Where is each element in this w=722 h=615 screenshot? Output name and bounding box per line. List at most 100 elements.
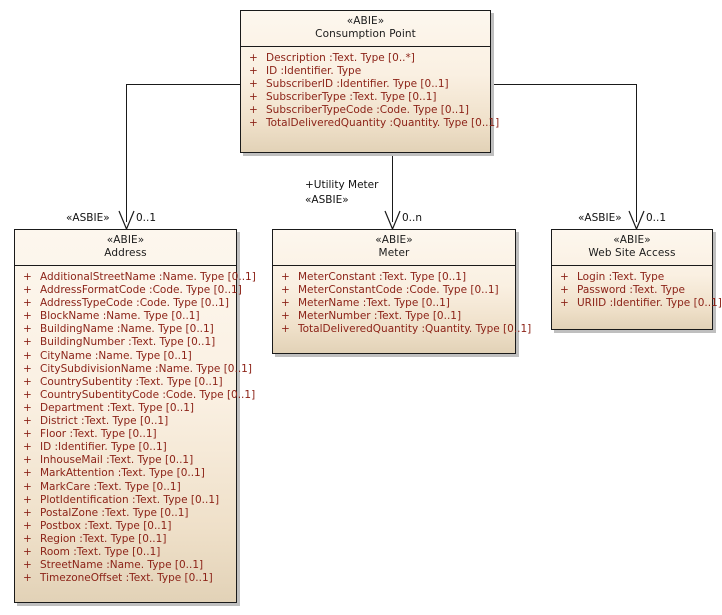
edge-label-meter-role: +Utility Meter (305, 179, 379, 191)
attribute-row: + MeterNumber :Text. Type [0..1] (273, 310, 515, 323)
attribute-row: +CountrySubentityCode :Code. Type [0..1] (15, 388, 255, 402)
class-stereotype: «ABIE» (375, 234, 413, 246)
attribute-text: InhouseMail :Text. Type [0..1] (40, 454, 194, 467)
attribute-text: Department :Text. Type [0..1] (40, 401, 195, 414)
attribute-text: Password :Text. Type (577, 284, 685, 297)
class-name: Consumption Point (315, 28, 416, 40)
edge-label-website-stereotype: «ASBIE» (578, 212, 622, 224)
attribute-text: PlotIdentification :Text. Type [0..1] (40, 493, 220, 506)
visibility-marker: + (281, 271, 290, 283)
edge-label-address-multiplicity: 0..1 (136, 212, 157, 224)
attribute-text: AddressTypeCode :Code. Type [0..1] (40, 297, 229, 310)
attribute-text: MeterNumber :Text. Type [0..1] (298, 310, 462, 323)
attribute-text: Floor :Text. Type [0..1] (40, 428, 157, 441)
attribute-text: Description :Text. Type [0..*] (266, 52, 415, 64)
attribute-row: +SubscriberType :Text. Type [0..1] (241, 91, 490, 104)
attribute-text: MarkAttention :Text. Type [0..1] (40, 467, 205, 480)
visibility-marker: + (23, 271, 32, 283)
visibility-marker: + (281, 297, 290, 310)
attribute-row: + InhouseMail :Text. Type [0..1] (15, 454, 236, 467)
attribute-text: ID :Identifier. Type [0..1] (40, 441, 167, 454)
attribute-row: + Password :Text. Type (552, 284, 712, 297)
attribute-text: SubscriberTypeCode :Code. Type [0..1] (266, 104, 470, 117)
attribute-row: +StreetName :Name. Type [0..1] (15, 559, 236, 572)
attribute-text: BuildingNumber :Text. Type [0..1] (40, 336, 216, 349)
visibility-marker: + (23, 532, 32, 545)
attribute-row: +District :Text. Type [0..1] (15, 415, 236, 428)
connector-cp-meter-vertical (392, 152, 393, 222)
attribute-row: +Description :Text. Type [0..*] (241, 52, 490, 65)
attribute-text: TotalDeliveredQuantity :Quantity. Type [… (298, 323, 532, 336)
visibility-marker: + (23, 454, 32, 467)
attribute-text: URIID :Identifier. Type [0..1] (577, 297, 722, 310)
visibility-marker: + (560, 271, 569, 283)
attribute-text: District :Text. Type [0..1] (40, 415, 169, 428)
attribute-row: +BlockName :Name. Type [0..1] (15, 310, 236, 323)
attribute-row: + TimezoneOffset :Text. Type [0..1] (15, 572, 236, 585)
attribute-row: +Department :Text. Type [0..1] (15, 402, 236, 415)
visibility-marker: + (249, 104, 258, 117)
attribute-row: +AddressFormatCode :Code. Type [0..1] (15, 284, 242, 297)
class-box-consumption-point[interactable]: «ABIE» Consumption Point +Description :T… (240, 10, 499, 153)
class-stereotype: «ABIE» (613, 234, 651, 246)
attribute-row: +CitySubdivisionName :Name. Type [0..1] (15, 363, 252, 376)
attribute-row: + Region :Text. Type [0..1] (15, 533, 236, 546)
attribute-row: +PlotIdentification :Text. Type [0..1] (15, 494, 236, 507)
visibility-marker: + (23, 375, 32, 388)
visibility-marker: + (249, 117, 258, 130)
visibility-marker: + (23, 297, 32, 310)
visibility-marker: + (23, 545, 32, 558)
class-stereotype: «ABIE» (106, 234, 145, 246)
attribute-row: +ID :Identifier. Type (241, 65, 490, 78)
edge-label-address-stereotype: «ASBIE» (66, 212, 110, 224)
visibility-marker: + (23, 506, 32, 519)
attribute-text: TimezoneOffset :Text. Type [0..1] (40, 572, 213, 585)
attribute-row: + TotalDeliveredQuantity :Quantity. Type … (241, 117, 499, 130)
visibility-marker: + (23, 388, 32, 401)
attribute-row: +TotalDeliveredQuantity :Quantity. Type … (273, 323, 531, 336)
attribute-text: MeterName :Text. Type [0..1] (298, 297, 450, 310)
class-header-meter: «ABIE» Meter (273, 230, 515, 266)
visibility-marker: + (23, 480, 32, 493)
attribute-row: + SubscriberTypeCode :Code. Type [0..1] (241, 104, 490, 117)
attribute-text: TotalDeliveredQuantity :Quantity. Type [… (266, 117, 500, 130)
attribute-row: + Login :Text. Type (552, 271, 712, 284)
class-attributes-address: +AdditionalStreetName :Name. Type [0..1]… (15, 266, 256, 591)
visibility-marker: + (23, 572, 32, 585)
edge-label-website-multiplicity: 0..1 (646, 212, 667, 224)
attribute-row: + CountrySubentity :Text. Type [0..1] (15, 376, 236, 389)
attribute-row: +CityName :Name. Type [0..1] (15, 350, 236, 363)
visibility-marker: + (249, 65, 258, 78)
class-box-meter[interactable]: «ABIE» Meter +MeterConstant :Text. Type … (272, 229, 531, 354)
attribute-text: Region :Text. Type [0..1] (40, 532, 167, 545)
attribute-text: MarkCare :Text. Type [0..1] (40, 480, 181, 493)
attribute-row: +AdditionalStreetName :Name. Type [0..1] (15, 271, 256, 284)
visibility-marker: + (281, 310, 290, 323)
attribute-row: +ID :Identifier. Type [0..1] (15, 441, 236, 454)
class-attributes-meter: +MeterConstant :Text. Type [0..1] +Meter… (273, 266, 531, 342)
class-box-web-site-access[interactable]: «ABIE» Web Site Access +Login :Text. Typ… (551, 229, 722, 330)
attribute-text: CityName :Name. Type [0..1] (40, 349, 192, 362)
class-attributes-consumption-point: +Description :Text. Type [0..*] +ID :Ide… (241, 47, 499, 137)
connector-cp-website-horizontal (491, 84, 637, 85)
visibility-marker: + (281, 284, 290, 297)
attribute-text: Postbox :Text. Type [0..1] (40, 519, 172, 532)
attribute-text: BlockName :Name. Type [0..1] (40, 310, 200, 323)
attribute-text: SubscriberType :Text. Type [0..1] (266, 91, 437, 104)
attribute-text: CountrySubentity :Text. Type [0..1] (40, 375, 223, 388)
visibility-marker: + (560, 297, 569, 310)
attribute-text: BuildingName :Name. Type [0..1] (40, 323, 214, 336)
visibility-marker: + (23, 336, 32, 349)
class-box-address[interactable]: «ABIE» Address +AdditionalStreetName :Na… (14, 229, 256, 603)
class-name: Address (104, 247, 147, 259)
connector-cp-address-vertical (126, 84, 127, 222)
connector-cp-website-vertical (636, 84, 637, 222)
attribute-text: Login :Text. Type (577, 271, 665, 283)
edge-label-meter-stereotype: «ASBIE» (305, 194, 349, 206)
attribute-row: + MarkCare :Text. Type [0..1] (15, 481, 236, 494)
class-header-consumption-point: «ABIE» Consumption Point (241, 11, 490, 47)
class-stereotype: «ABIE» (346, 15, 385, 27)
attribute-row: +MarkAttention :Text. Type [0..1] (15, 467, 236, 480)
attribute-text: Room :Text. Type [0..1] (40, 545, 161, 558)
visibility-marker: + (560, 284, 569, 297)
